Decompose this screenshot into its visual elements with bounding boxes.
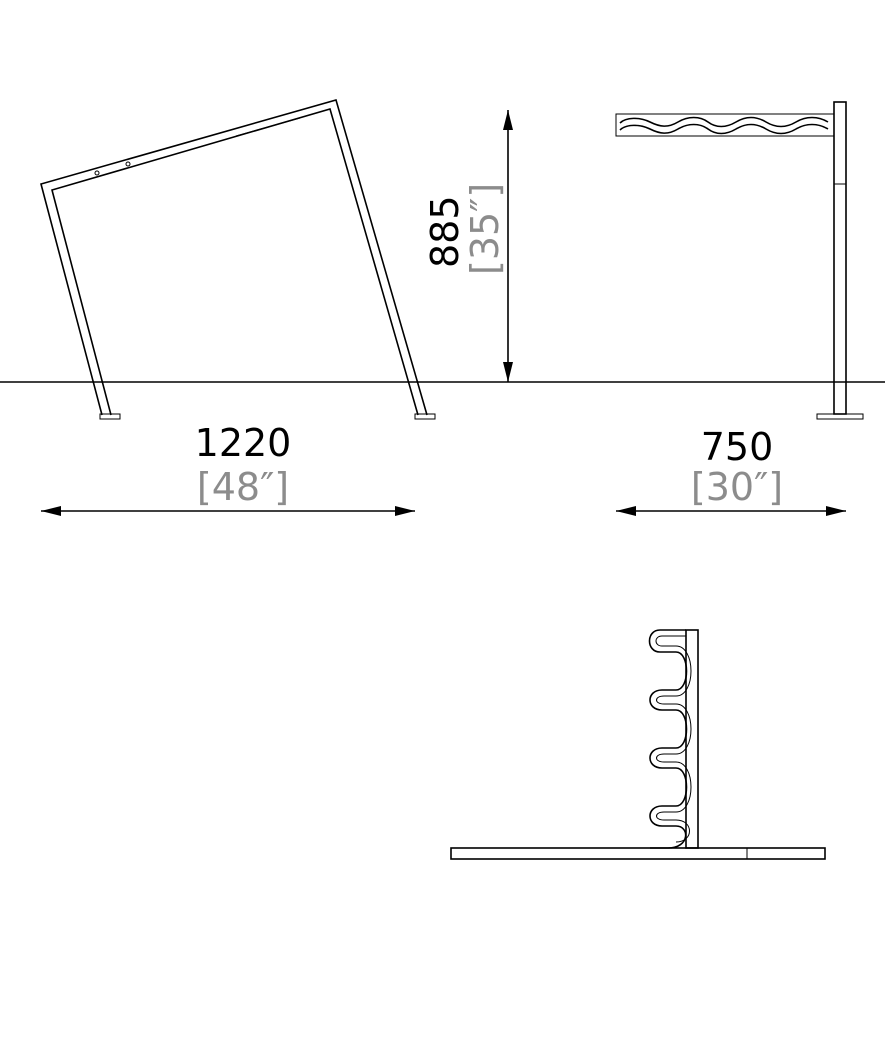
base-plate-right — [414, 413, 436, 420]
base-plate-left — [99, 413, 121, 420]
depth-dimension: 750 [30″] — [616, 425, 846, 516]
front-view-frame — [40, 99, 436, 420]
depth-metric-label: 750 — [701, 425, 774, 469]
side-view — [615, 101, 864, 420]
width-dimension: 1220 [48″] — [41, 421, 415, 516]
height-dimension: 885 [35″] — [423, 110, 513, 382]
height-imperial-label: [35″] — [463, 183, 507, 275]
width-metric-label: 1220 — [195, 421, 292, 465]
mounting-hole — [125, 161, 131, 167]
mounting-hole — [94, 170, 100, 176]
height-metric-label: 885 — [423, 195, 467, 268]
side-base-plate — [816, 413, 864, 420]
plan-view — [450, 629, 826, 860]
depth-imperial-label: [30″] — [691, 465, 783, 509]
width-imperial-label: [48″] — [197, 465, 289, 509]
